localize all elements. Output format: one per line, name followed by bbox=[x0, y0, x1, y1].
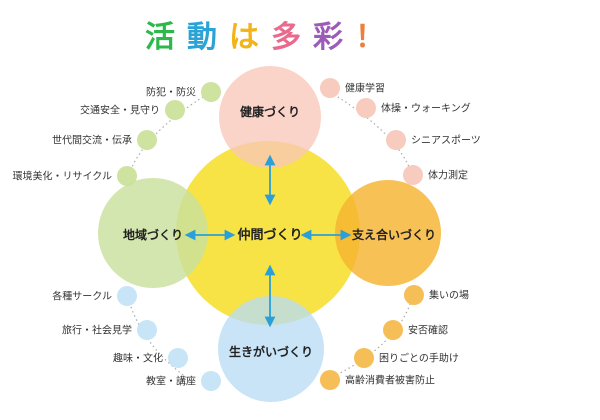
node-region bbox=[201, 82, 221, 102]
title-char: は bbox=[229, 20, 259, 55]
node-health bbox=[320, 78, 340, 98]
activity-label-purpose: 趣味・文化 bbox=[113, 352, 163, 365]
node-purpose bbox=[201, 371, 221, 391]
activity-label-support: 困りごとの手助け bbox=[379, 352, 459, 365]
title-char: 活 bbox=[145, 20, 175, 55]
dots-support-right bbox=[329, 294, 414, 379]
title-char: 彩 bbox=[313, 20, 343, 55]
connection-arrows bbox=[184, 154, 352, 328]
support-circle bbox=[335, 180, 441, 286]
node-support bbox=[320, 370, 340, 390]
activity-label-region: 防犯・防災 bbox=[146, 86, 196, 99]
node-support bbox=[383, 320, 403, 340]
title-char: 多 bbox=[271, 20, 301, 55]
purpose-label: 生きがいづくり bbox=[229, 344, 313, 359]
node-purpose bbox=[117, 286, 137, 306]
purpose-circle bbox=[218, 296, 324, 402]
health-label: 健康づくり bbox=[240, 104, 300, 119]
activity-label-health: 体操・ウォーキング bbox=[381, 102, 471, 115]
activity-label-support: 集いの場 bbox=[429, 289, 469, 302]
node-purpose bbox=[168, 348, 188, 368]
activity-label-purpose: 旅行・社会見学 bbox=[62, 324, 132, 337]
node-health bbox=[356, 98, 376, 118]
region-circle bbox=[98, 178, 208, 288]
node-health bbox=[403, 165, 423, 185]
activity-label-purpose: 各種サークル bbox=[52, 290, 112, 303]
activity-label-region: 世代間交流・伝承 bbox=[52, 134, 132, 147]
activity-label-region: 交通安全・見守り bbox=[80, 104, 160, 117]
activity-label-purpose: 教室・講座 bbox=[146, 375, 196, 388]
node-health bbox=[386, 130, 406, 150]
center-label: 仲間づくり bbox=[237, 227, 302, 243]
region-label: 地域づくり bbox=[123, 227, 183, 242]
center-circle bbox=[176, 141, 360, 325]
health-circle bbox=[219, 66, 321, 168]
activity-nodes: 防犯・防災交通安全・見守り世代間交流・伝承環境美化・リサイクル各種サークル旅行・… bbox=[13, 78, 481, 391]
support-label: 支え合いづくり bbox=[351, 227, 436, 242]
activity-label-health: シニアスポーツ bbox=[411, 135, 481, 147]
category-circles bbox=[98, 66, 441, 402]
activity-label-region: 環境美化・リサイクル bbox=[13, 170, 113, 183]
node-purpose bbox=[137, 320, 157, 340]
activity-label-support: 安否確認 bbox=[408, 324, 448, 337]
node-region bbox=[137, 130, 157, 150]
node-support bbox=[354, 348, 374, 368]
activity-label-health: 健康学習 bbox=[345, 82, 385, 95]
activity-label-support: 高齢消費者被害防止 bbox=[345, 374, 435, 387]
activity-label-health: 体力測定 bbox=[428, 169, 468, 182]
title-char: ！ bbox=[355, 20, 385, 55]
title-char: 動 bbox=[187, 20, 217, 55]
node-region bbox=[165, 100, 185, 120]
diagram-title: 活動は多彩 ！ bbox=[145, 20, 385, 55]
node-support bbox=[404, 285, 424, 305]
node-region bbox=[117, 166, 137, 186]
